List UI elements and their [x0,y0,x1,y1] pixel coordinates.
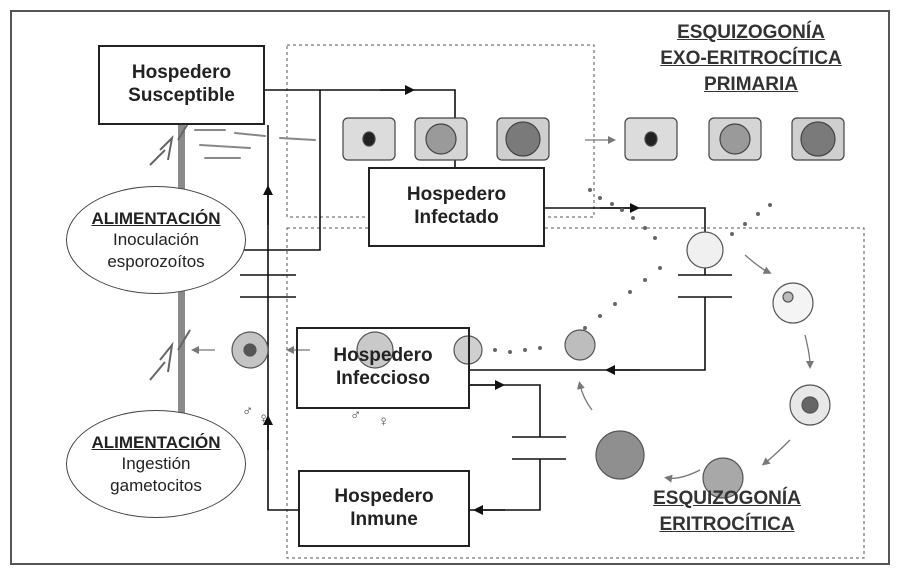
sporozoite-dash [234,132,266,137]
flow-to-infectious [470,297,706,371]
infectious-host-line1: Hospedero [333,345,433,367]
rbc-mature-schizont [595,430,645,480]
inoculation-oval: ALIMENTACIÓN Inoculación esporozoítos [66,186,246,294]
merozoite-dot [658,266,662,270]
merozoite-dot [768,203,772,207]
merozoite-dot [743,222,747,226]
flow-infected-right [545,207,706,275]
rbc-schizont-early-core [801,396,819,414]
gametocyte-left-nucleus [243,343,257,357]
merozoite-dot [613,302,617,306]
exo-title-line3: PRIMARIA [704,74,798,96]
merozoite-dot [653,236,657,240]
merozoite-dot [588,188,592,192]
mosquito-legs-bottom [149,329,191,381]
inoculation-line1: Inoculación [112,230,199,250]
infected-host-line1: Hospedero [406,184,507,206]
merozoite-dot [523,348,527,352]
inoculation-line [240,90,321,251]
cycle-arrow-2 [804,334,814,369]
male-symbol-left: ♂ [242,403,254,420]
ingestion-heading: ALIMENTACIÓN [91,433,221,453]
ingestion-line1: Ingestión [121,454,191,474]
cycle-arrow-5 [577,381,593,411]
susceptible-host-line1: Hospedero [131,62,232,84]
rbc-ring [686,231,724,269]
ingestion-oval: ALIMENTACIÓN Ingestión gametocitos [66,410,246,518]
rbc-trophozoite [772,282,814,324]
liver-cell-3-schizont [505,121,541,157]
merozoite-dot [538,346,542,350]
exo-erythrocytic-title: ESQUIZOGONÍA EXO-ERITROCÍTICA PRIMARIA [636,20,866,99]
rbc-schizont-late [702,457,744,499]
infected-host-line2: Infectado [414,207,499,228]
merozoite-dot [620,208,624,212]
male-symbol-mid: ♂ [350,407,362,424]
cycle-arrow-1 [744,254,772,274]
sporozoite-dash [279,137,316,141]
immune-host-box: Hospedero Inmune [298,470,470,547]
flow-immune-loop [267,125,298,511]
merozoite-dot [493,348,497,352]
cycle-arrow-4 [664,469,701,483]
liver-cell-2-schizont [425,123,457,155]
merozoite-dot [583,326,587,330]
gametocyte-infectious-cell [356,331,394,369]
infected-host-box: Hospedero Infectado [368,167,545,247]
female-symbol-left: ♀ [258,410,270,427]
inoculation-heading: ALIMENTACIÓN [91,209,221,229]
liver-cell-4-nucleus [644,131,658,147]
cycle-arrow-3 [761,439,791,466]
susceptible-host-box: Hospedero Susceptible [98,45,265,125]
eri-title-line2: ERITROCÍTICA [659,514,795,536]
susceptible-host-line2: Susceptible [128,85,235,106]
merozoite-dot [628,290,632,294]
immune-host-line1: Hospedero [334,485,434,507]
ingestion-line2: gametocitos [110,475,202,495]
flow-infectious-out [470,384,541,437]
merozoite-dot [756,212,760,216]
infectious-host-line2: Infeccioso [336,368,430,389]
rbc-trophozoite-parasite [782,291,794,303]
eri-region [286,227,865,559]
liver-cell-6-schizont [800,121,836,157]
merozoite-dot [730,232,734,236]
merozoite-dot [610,202,614,206]
sporozoite-dash [199,144,251,149]
female-symbol-mid: ♀ [378,413,390,430]
liver-cell-5-schizont [719,123,751,155]
immune-host-line2: Inmune [350,508,418,530]
merozoite-dot [643,226,647,230]
rbc-rupture [564,329,596,361]
exo-title-line1: ESQUIZOGONÍA [677,22,825,43]
merozoite-dot [643,278,647,282]
merozoite-dot [598,314,602,318]
mosquito-proboscis [178,95,185,500]
infectious-host-box: Hospedero Infeccioso [296,327,470,409]
exo-title-line2: EXO-ERITROCÍTICA [660,48,842,70]
erythrocytic-title: ESQUIZOGONÍA ERITROCÍTICA [632,486,822,538]
liver-cell-1-nucleus [362,131,376,147]
merozoite-dot [508,350,512,354]
flow-to-immune [470,459,541,511]
inoculation-line2: esporozoítos [107,251,205,271]
merozoite-dot [598,196,602,200]
eri-title-line1: ESQUIZOGONÍA [653,488,801,509]
merozoite-dot [631,216,635,220]
